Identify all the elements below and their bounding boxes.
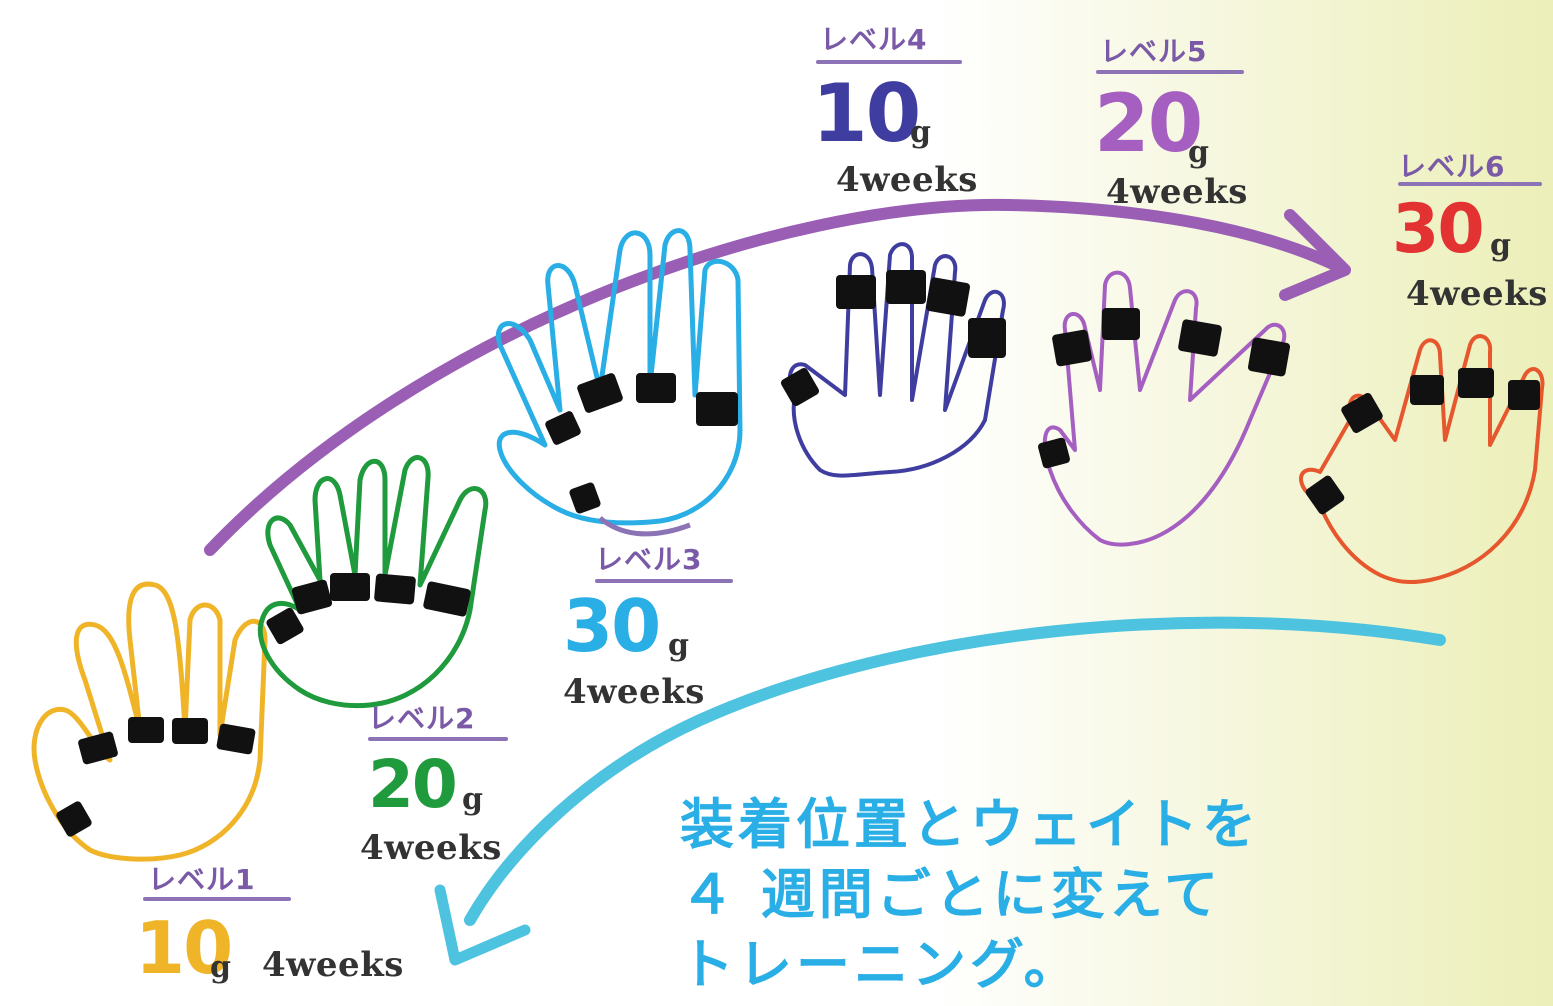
level-underline <box>1398 182 1542 186</box>
hand-icon <box>257 455 489 709</box>
level-underline <box>143 897 291 901</box>
duration: 4weeks <box>1406 274 1548 314</box>
weight-value: 10 <box>812 67 921 160</box>
level-underline <box>816 60 962 64</box>
caption-line-3: トレーニング。 <box>680 933 1082 996</box>
duration: 4weeks <box>1106 172 1248 212</box>
duration: 4weeks <box>563 672 705 712</box>
level-name: レベル3 <box>595 543 703 576</box>
weight-unit: g <box>462 782 483 817</box>
duration: 4weeks <box>262 945 404 985</box>
progress-arrow-icon <box>204 198 1351 556</box>
level-name: レベル6 <box>1398 150 1506 183</box>
weight-unit: g <box>668 628 689 663</box>
weight-value: 20 <box>1094 77 1203 170</box>
finger-weight-icon <box>780 270 1006 407</box>
weight-unit: g <box>1490 228 1511 263</box>
hand-icon <box>31 581 268 862</box>
duration: 4weeks <box>836 160 978 200</box>
level-name: レベル1 <box>148 863 256 896</box>
level-name: レベル5 <box>1100 35 1208 68</box>
caption-line-1: 装着位置とウェイトを <box>680 793 1260 856</box>
level-underline <box>368 737 508 741</box>
weight-unit: g <box>210 950 231 985</box>
weight-unit: g <box>910 115 931 150</box>
return-arrow-icon <box>434 616 1446 966</box>
level-underline <box>595 579 733 583</box>
finger-weight-icon <box>266 573 471 645</box>
level-underline <box>1096 70 1244 74</box>
hand-icon <box>1042 270 1287 547</box>
weight-value: 20 <box>368 746 458 823</box>
hand-icon <box>495 228 743 537</box>
finger-weight-icon <box>545 373 738 514</box>
weight-value: 30 <box>563 584 661 668</box>
level-name: レベル2 <box>368 702 476 735</box>
finger-weight-icon <box>56 717 256 837</box>
hand-icon <box>1299 334 1545 585</box>
finger-weight-icon <box>1305 368 1540 515</box>
duration: 4weeks <box>360 828 502 868</box>
finger-weight-icon <box>1038 308 1291 469</box>
weight-unit: g <box>1188 135 1209 170</box>
training-caption: 装着位置とウェイトを ４ 週間ごとに変えて トレーニング。 <box>680 790 1300 1000</box>
weight-value: 30 <box>1392 190 1485 269</box>
level-name: レベル4 <box>820 23 928 56</box>
weight-value: 10 <box>135 906 233 990</box>
caption-line-2: ４ 週間ごとに変えて <box>680 863 1223 926</box>
